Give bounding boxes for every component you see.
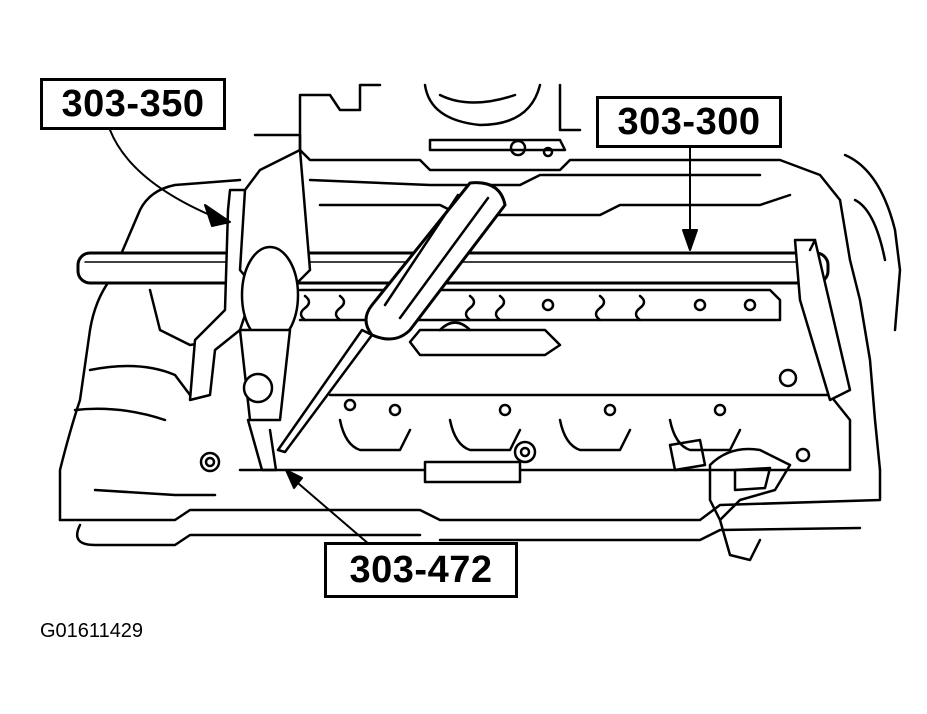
flange-bracket (708, 447, 792, 562)
cylinder-block-lower (199, 393, 852, 484)
callout-label: 303-472 (349, 548, 493, 591)
callout-303-300: 303-300 (596, 96, 782, 148)
callout-label: 303-350 (61, 82, 205, 125)
bar-end-bracket (778, 238, 852, 402)
screwdriver-tool (276, 181, 507, 454)
camshaft-holding-tool (188, 133, 312, 472)
callout-label: 303-300 (617, 100, 761, 143)
callout-303-350: 303-350 (40, 78, 226, 130)
oil-filler-cap (423, 83, 582, 158)
leader-lines (109, 129, 698, 546)
figure-id: G01611429 (40, 620, 144, 642)
cylinder-head-outline (58, 83, 902, 547)
cam-lobe-row (298, 288, 782, 357)
callout-303-472: 303-472 (324, 542, 518, 598)
